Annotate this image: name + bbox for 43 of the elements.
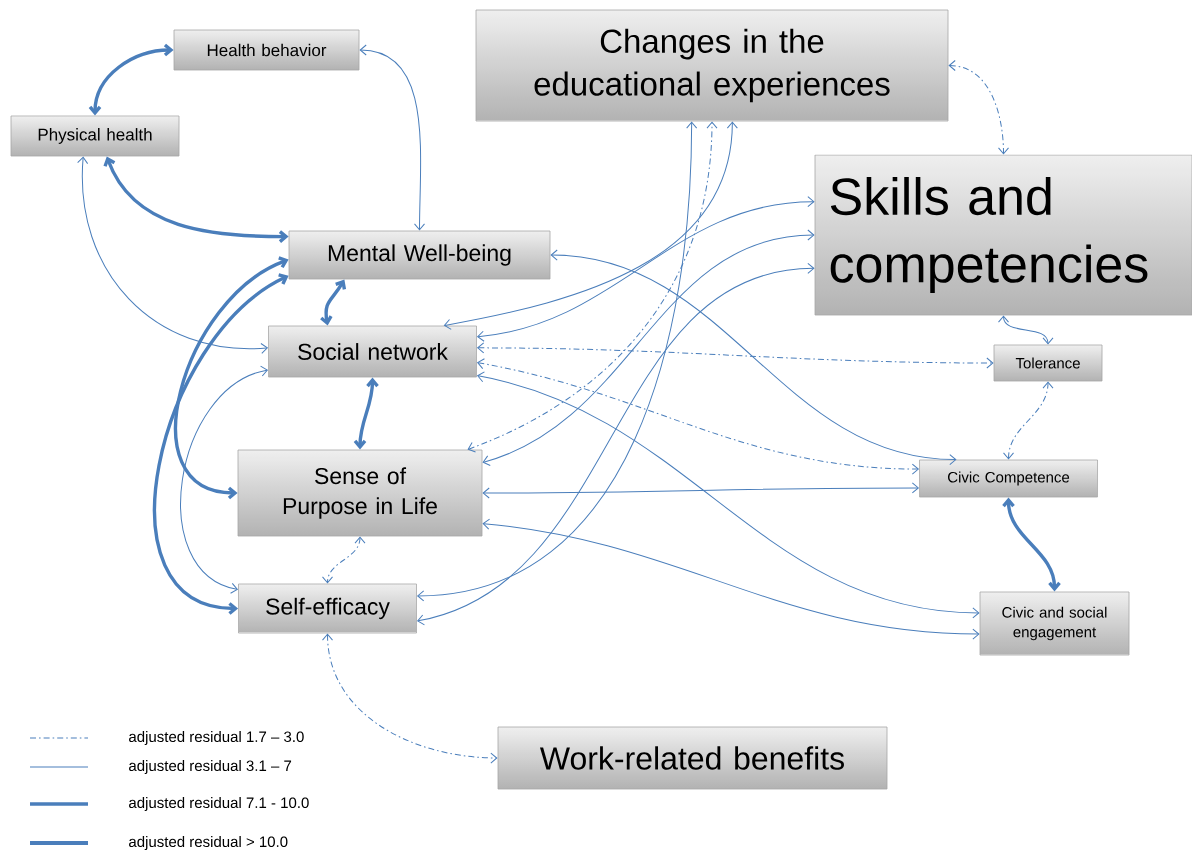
arrow xyxy=(322,633,498,764)
process-box: Changes in the educational experiences xyxy=(475,9,949,122)
legend-label: adjusted residual 7.1 - 10.0 xyxy=(129,797,309,811)
arrow xyxy=(482,518,980,640)
process-box: Civic Competence xyxy=(919,459,1098,498)
process-box: Civic and social engagement xyxy=(979,591,1130,656)
process-box: Work-related benefits xyxy=(497,726,888,790)
arrow xyxy=(320,279,347,326)
arrow xyxy=(477,196,815,342)
arrow xyxy=(477,342,994,369)
arrow xyxy=(948,60,1009,155)
arrow xyxy=(174,256,289,500)
process-box: Health behavior xyxy=(173,29,360,71)
arrow xyxy=(482,482,919,499)
arrow xyxy=(417,121,698,602)
arrow xyxy=(103,156,289,243)
arrow xyxy=(467,121,718,453)
arrow xyxy=(417,262,815,626)
arrow xyxy=(180,365,268,594)
arrow xyxy=(77,156,268,354)
arrow xyxy=(477,358,919,475)
arrow xyxy=(153,273,289,615)
arrow xyxy=(477,371,980,619)
legend-label: adjusted residual 3.1 – 7 xyxy=(129,760,292,774)
process-box: Mental Well-being xyxy=(288,230,551,280)
arrow xyxy=(550,249,957,466)
process-box: Social network xyxy=(268,325,477,378)
arrow xyxy=(353,377,379,450)
arrow xyxy=(1002,497,1061,592)
process-box: Sense of Purpose in Life xyxy=(237,449,483,537)
arrow xyxy=(443,121,738,330)
arrow xyxy=(322,536,366,584)
arrow xyxy=(359,44,425,231)
legend-label: adjusted residual > 10.0 xyxy=(129,836,288,850)
process-box: Self-efficacy xyxy=(238,583,417,634)
arrow xyxy=(1003,381,1054,460)
process-box: Tolerance xyxy=(993,344,1103,382)
legend-label: adjusted residual 1.7 – 3.0 xyxy=(129,731,304,745)
arrow xyxy=(482,229,815,467)
process-box: Skills and competencies xyxy=(814,154,1192,316)
arrow xyxy=(998,315,1054,345)
arrow xyxy=(88,43,174,116)
process-box: Physical health xyxy=(10,115,180,157)
